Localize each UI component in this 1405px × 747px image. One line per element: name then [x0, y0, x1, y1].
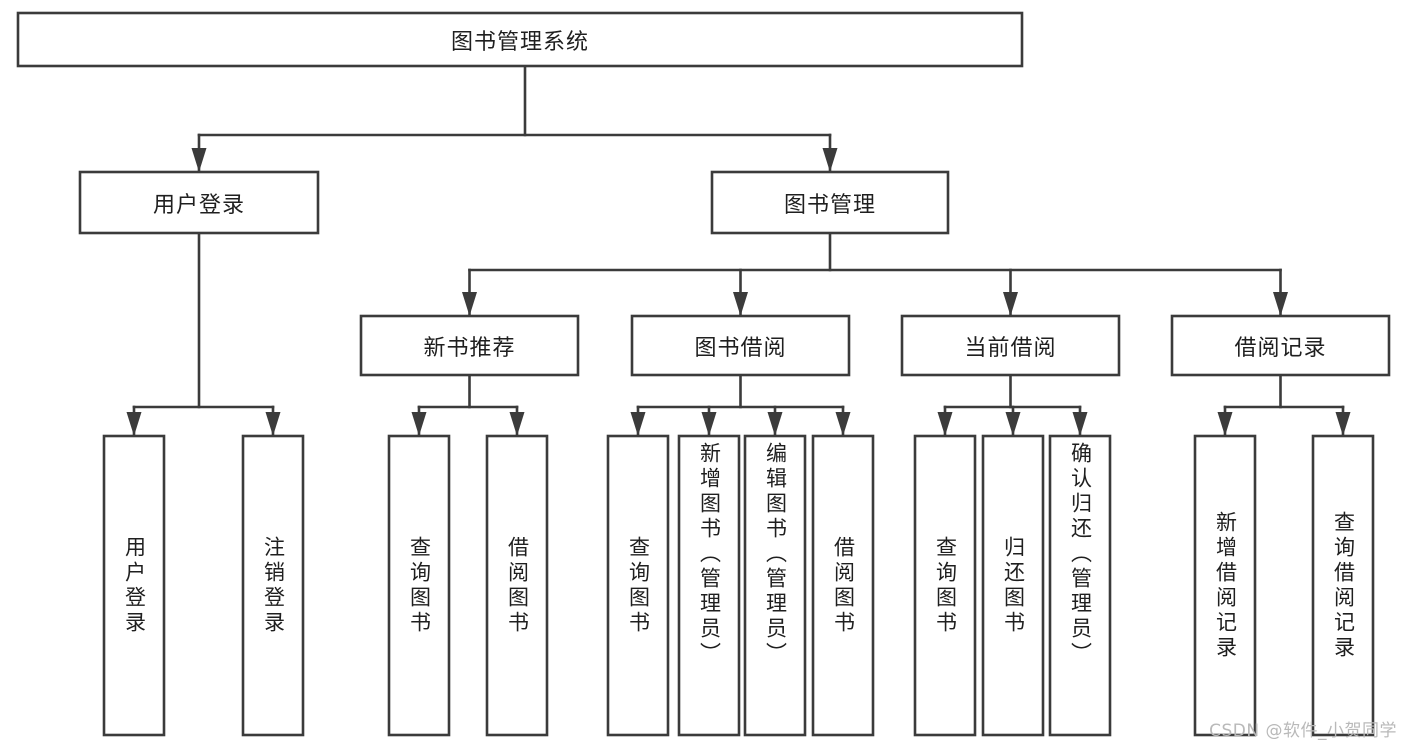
node-leaf-10[interactable]: [1048, 434, 1112, 737]
node-level2-1[interactable]: [710, 170, 950, 235]
arrow-head-icon: [1217, 412, 1233, 436]
arrow-head-icon: [701, 412, 717, 436]
arrow-head-icon: [630, 412, 646, 436]
node-root[interactable]: [16, 11, 1024, 68]
node-level3-0[interactable]: [359, 314, 580, 377]
node-leaf-6[interactable]: [743, 434, 807, 737]
arrow-head-icon: [126, 412, 142, 436]
node-leaf-9[interactable]: [981, 434, 1045, 737]
connectors-layer: [126, 64, 1351, 436]
node-level3-1[interactable]: [630, 314, 851, 377]
arrow-head-icon: [191, 148, 207, 172]
node-leaf-11[interactable]: [1193, 434, 1257, 737]
arrow-head-icon: [509, 412, 525, 436]
boxes-layer: [16, 11, 1391, 737]
watermark: CSDN @软件_小贺同学: [1209, 721, 1397, 741]
arrow-head-icon: [1273, 292, 1288, 316]
arrow-head-icon: [1003, 292, 1018, 316]
arrow-head-icon: [462, 292, 477, 316]
node-level3-2[interactable]: [900, 314, 1121, 377]
node-leaf-5[interactable]: [677, 434, 741, 737]
node-leaf-12[interactable]: [1311, 434, 1375, 737]
node-leaf-4[interactable]: [606, 434, 670, 737]
node-leaf-3[interactable]: [485, 434, 549, 737]
arrow-head-icon: [1005, 412, 1021, 436]
arrow-head-icon: [265, 412, 281, 436]
node-level2-0[interactable]: [78, 170, 320, 235]
arrow-head-icon: [822, 148, 838, 172]
arrow-head-icon: [937, 412, 953, 436]
arrow-head-icon: [835, 412, 851, 436]
arrow-head-icon: [411, 412, 427, 436]
arrow-head-icon: [733, 292, 748, 316]
node-leaf-8[interactable]: [913, 434, 977, 737]
arrow-head-icon: [1072, 412, 1088, 436]
node-leaf-0[interactable]: [102, 434, 166, 737]
arrow-head-icon: [1335, 412, 1351, 436]
node-level3-3[interactable]: [1170, 314, 1391, 377]
arrow-head-icon: [767, 412, 783, 436]
node-leaf-2[interactable]: [387, 434, 451, 737]
node-leaf-7[interactable]: [811, 434, 875, 737]
node-leaf-1[interactable]: [241, 434, 305, 737]
